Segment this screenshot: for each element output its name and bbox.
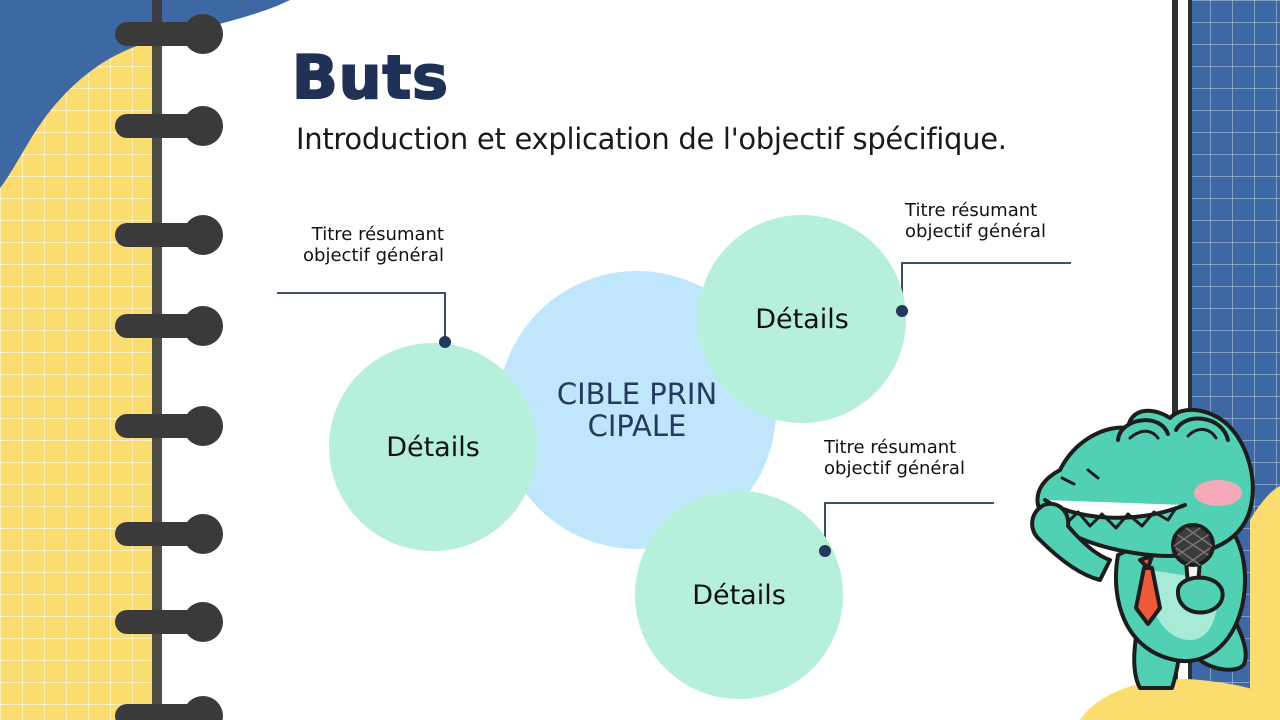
caption-left: Titre résumant objectif général [303, 224, 444, 266]
caption-top-right: Titre résumant objectif général [905, 200, 1046, 242]
connector-dot-top-right [896, 305, 908, 317]
detail-label-bottom: Détails [692, 579, 786, 611]
detail-circle-left: Détails [329, 343, 537, 551]
page-edge [1172, 0, 1178, 720]
slide-title: Buts [291, 43, 449, 113]
main-target-label: CIBLE PRINCIPALE [556, 376, 718, 443]
detail-label-left: Détails [386, 431, 480, 463]
yellow-blob-bottom-right [1080, 679, 1280, 720]
detail-label-top-right: Détails [755, 303, 849, 335]
caption-bottom: Titre résumant objectif général [824, 437, 965, 479]
detail-circle-top-right: Détails [698, 215, 906, 423]
connector-bottom [824, 502, 994, 551]
detail-circle-bottom: Détails [635, 491, 843, 699]
blue-blob-top-left [0, 0, 290, 188]
binder-rings [115, 0, 223, 720]
slide-subtitle: Introduction et explication de l'objecti… [296, 122, 1007, 156]
connector-left [277, 292, 446, 342]
connector-dot-left [439, 336, 451, 348]
connector-dot-bottom [819, 545, 831, 557]
